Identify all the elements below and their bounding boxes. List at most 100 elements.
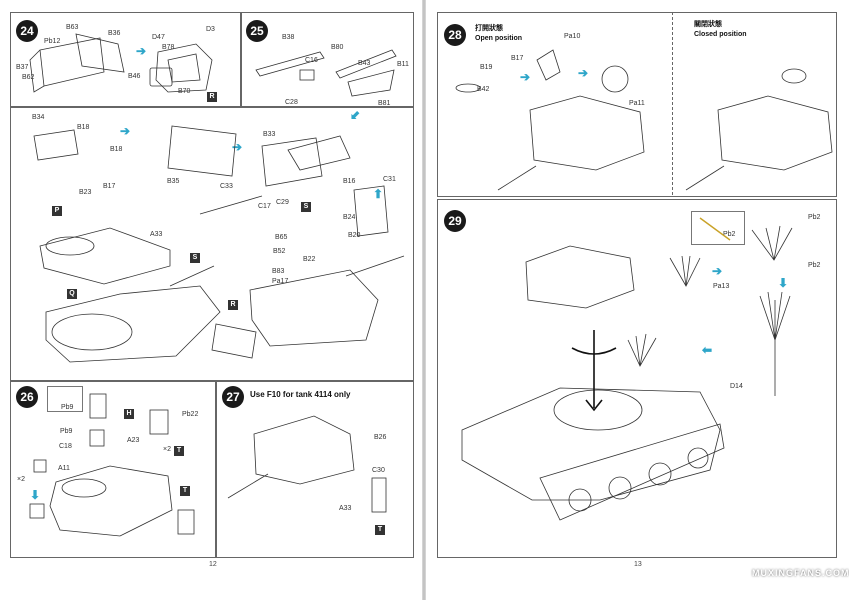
part-callout-box bbox=[47, 386, 83, 412]
part-label: C31 bbox=[383, 176, 396, 183]
part-label: A33 bbox=[150, 231, 163, 238]
direction-arrow-right: ➔ bbox=[136, 44, 147, 58]
direction-arrow-down: ⬋ bbox=[350, 108, 361, 122]
road-wheel-drawing bbox=[568, 488, 592, 512]
assembly-badge-q: Q bbox=[67, 289, 77, 299]
main-assembly-frame bbox=[10, 106, 414, 382]
part-label: Pa17 bbox=[272, 278, 289, 285]
turret-drawing bbox=[49, 465, 173, 537]
step26-frame bbox=[10, 380, 217, 558]
right-page bbox=[425, 0, 849, 600]
part-label: B80 bbox=[331, 44, 344, 51]
step-26-number: 26 bbox=[16, 386, 38, 408]
part-label: C33 bbox=[220, 183, 233, 190]
step26-badge-t: T bbox=[174, 446, 184, 456]
part-label: B11 bbox=[397, 61, 409, 68]
part-drawing bbox=[371, 477, 387, 513]
step-25-number: 25 bbox=[246, 20, 268, 42]
closed-position-cn: 關閉狀態 bbox=[694, 21, 722, 28]
part-label: D3 bbox=[206, 26, 215, 33]
hatch-drawing bbox=[601, 65, 629, 93]
bracket-drawing bbox=[353, 185, 389, 237]
part-label: B34 bbox=[32, 114, 45, 121]
part-drawing bbox=[89, 429, 105, 447]
road-wheel-drawing bbox=[687, 447, 709, 469]
box-drawing bbox=[75, 33, 125, 73]
part-label: B43 bbox=[358, 60, 371, 67]
part-label: C30 bbox=[372, 467, 385, 474]
part-label: B18 bbox=[77, 124, 90, 131]
part-label: A23 bbox=[127, 437, 140, 444]
part-drawing bbox=[33, 459, 47, 473]
step27-badge-t: T bbox=[375, 525, 385, 535]
rail-drawing bbox=[335, 49, 397, 79]
turret-ring-drawing bbox=[45, 236, 95, 256]
plate-drawing bbox=[261, 137, 323, 187]
direction-arrow-right: ➔ bbox=[712, 264, 723, 278]
part-label: B35 bbox=[167, 178, 180, 185]
part-label: Pa10 bbox=[564, 33, 581, 40]
part-label: Pa13 bbox=[713, 283, 730, 290]
part-label: B62 bbox=[22, 74, 35, 81]
multiplier: ×2 bbox=[163, 446, 171, 453]
part-label: A33 bbox=[339, 505, 352, 512]
antenna-drawing bbox=[751, 225, 793, 261]
hull-panel-drawing bbox=[29, 37, 105, 93]
step24-badge: R bbox=[207, 92, 217, 102]
part-label: D14 bbox=[730, 383, 743, 390]
part-label: B65 bbox=[275, 234, 288, 241]
assembly-badge-r: R bbox=[228, 300, 238, 310]
part-drawing bbox=[299, 69, 315, 81]
page-number-left: 12 bbox=[209, 561, 217, 568]
step25-frame bbox=[240, 12, 414, 108]
turret-drawing bbox=[253, 415, 355, 485]
headlight-drawing bbox=[33, 129, 79, 161]
part-label: B36 bbox=[108, 30, 121, 37]
part-label: C29 bbox=[276, 199, 289, 206]
part-label: B83 bbox=[272, 268, 285, 275]
part-label: B52 bbox=[273, 248, 286, 255]
part-drawing bbox=[149, 67, 173, 87]
step26-badge-h: H bbox=[124, 409, 134, 419]
direction-arrow-right: ➔ bbox=[232, 140, 243, 154]
turret-drawing bbox=[529, 95, 645, 171]
part-label: Pb22 bbox=[182, 411, 199, 418]
step27-title: Use F10 for tank 4114 only bbox=[250, 390, 351, 399]
part-label: B81 bbox=[378, 100, 391, 107]
part-label: B38 bbox=[282, 34, 295, 41]
part-label: C28 bbox=[285, 99, 298, 106]
page-number-right: 13 bbox=[634, 561, 642, 568]
part-label: C16 bbox=[305, 57, 318, 64]
page-gutter bbox=[422, 0, 426, 600]
part-label: D47 bbox=[152, 34, 165, 41]
hull-drawing bbox=[249, 269, 379, 347]
rotation-arrow-drawing bbox=[571, 347, 617, 355]
part-label: A11 bbox=[58, 465, 70, 472]
part-label: Pb2 bbox=[723, 231, 736, 238]
plate-drawing bbox=[167, 125, 237, 177]
part-label: B22 bbox=[303, 256, 316, 263]
direction-arrow-down: ⬆ bbox=[373, 187, 384, 201]
part-label: Pb2 bbox=[808, 262, 821, 269]
step-29-number: 29 bbox=[444, 210, 466, 232]
step-27-number: 27 bbox=[222, 386, 244, 408]
part-label: B78 bbox=[162, 44, 175, 51]
part-label: B17 bbox=[511, 55, 524, 62]
rail-drawing bbox=[255, 51, 325, 77]
open-position-en: Open position bbox=[475, 35, 523, 42]
hatch-drawing bbox=[155, 43, 213, 93]
turret-ring-drawing bbox=[51, 313, 133, 351]
turret-drawing bbox=[525, 245, 635, 309]
turret-drawing bbox=[39, 227, 171, 285]
gun-drawing bbox=[497, 165, 537, 191]
part-label: B16 bbox=[343, 178, 356, 185]
part-label: B20 bbox=[348, 232, 361, 239]
rotation-arrow-drawing bbox=[585, 330, 603, 412]
road-wheel-drawing bbox=[608, 476, 632, 500]
part-label: B26 bbox=[374, 434, 387, 441]
watermark: MUXINGFANS.COM bbox=[752, 568, 849, 578]
step24-frame bbox=[10, 12, 242, 108]
antenna-drawing bbox=[759, 291, 791, 396]
gun-drawing bbox=[685, 165, 725, 191]
part-drawing bbox=[177, 509, 195, 535]
